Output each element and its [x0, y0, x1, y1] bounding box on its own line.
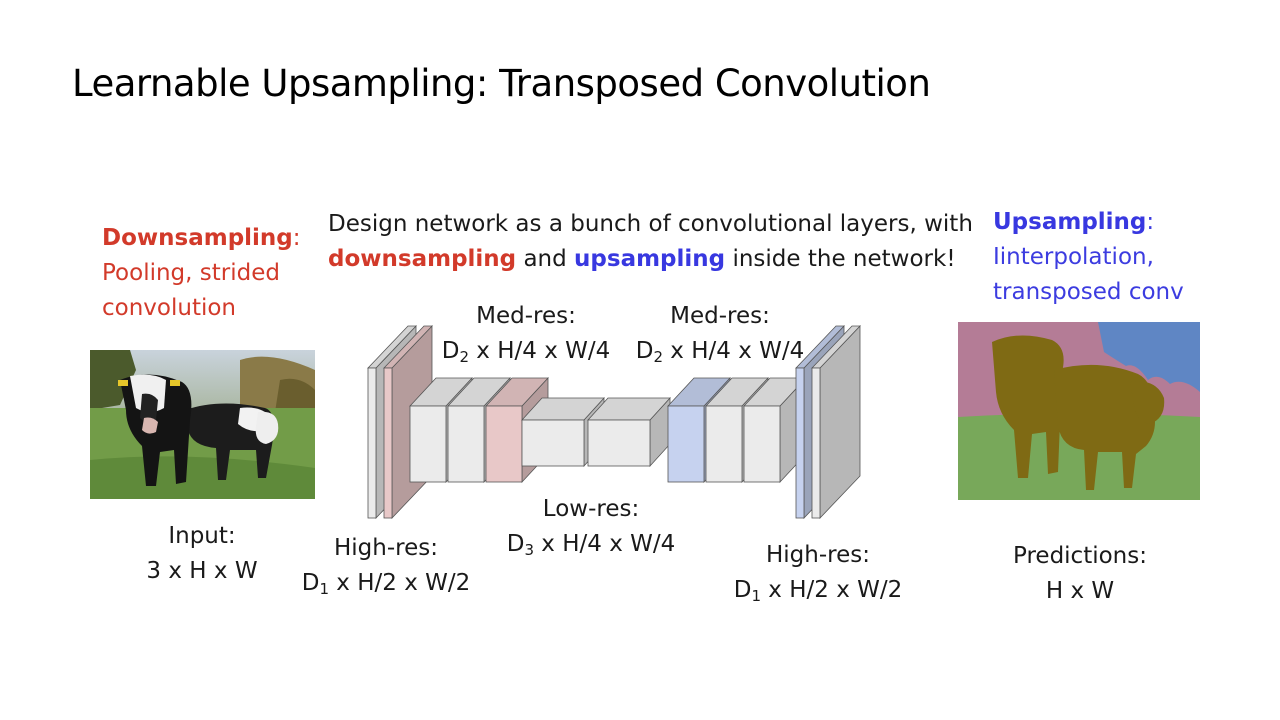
- layer-high-res-4: [811, 325, 861, 519]
- high-res-right-dims: x H/2 x W/2: [760, 577, 903, 603]
- label-predictions: Predictions: H x W: [990, 539, 1170, 609]
- high-res-left-dims: x H/2 x W/2: [328, 570, 471, 596]
- label-med-res-left: Med-res: D2 x H/4 x W/4: [436, 299, 616, 375]
- high-res-left-d: D: [301, 570, 320, 596]
- high-res-left-sub: 1: [319, 580, 329, 598]
- input-title: Input:: [168, 523, 236, 549]
- label-input: Input: 3 x H x W: [122, 519, 282, 589]
- med-res-right-dims-line: D2 x H/4 x W/4: [630, 334, 810, 375]
- low-res-d: D: [506, 531, 525, 557]
- predictions-title: Predictions:: [1013, 543, 1147, 569]
- intro-line-1: Design network as a bunch of convolution…: [328, 211, 973, 237]
- upsampling-text: Upsampling: Iinterpolation, transposed c…: [993, 205, 1184, 310]
- layer-low-res-2-front: [587, 419, 651, 467]
- high-res-right-d: D: [733, 577, 752, 603]
- layer-high-res-2-front: [383, 367, 393, 519]
- high-res-right-title: High-res:: [766, 542, 870, 568]
- high-res-right-sub: 1: [751, 587, 761, 605]
- intro-tail: inside the network!: [725, 246, 956, 272]
- encoder-decoder-network-diagram: [367, 325, 861, 519]
- high-res-left-dims-line: D1 x H/2 x W/2: [294, 566, 478, 607]
- upsampling-heading: Upsampling: [993, 209, 1147, 235]
- input-cow-photo: [90, 350, 315, 499]
- med-res-right-dims: x H/4 x W/4: [662, 338, 805, 364]
- med-res-left-dims: x H/4 x W/4: [468, 338, 611, 364]
- med-res-right-d: D: [635, 338, 654, 364]
- intro-downsampling-word: downsampling: [328, 246, 517, 272]
- layer-low-res-1: [521, 396, 605, 468]
- layer-low-res-1-front: [521, 419, 585, 467]
- upsampling-colon: :: [1146, 209, 1155, 235]
- predictions-dims: H x W: [1045, 578, 1115, 604]
- med-res-left-d: D: [441, 338, 460, 364]
- layer-high-res-3-front: [795, 367, 805, 519]
- network-layer-blocks: [367, 325, 861, 519]
- layer-med-res-3-front: [485, 405, 523, 483]
- high-res-right-dims-line: D1 x H/2 x W/2: [726, 573, 910, 614]
- med-res-left-sub: 2: [459, 348, 469, 366]
- layer-med-res-6-front: [743, 405, 781, 483]
- downsampling-colon: :: [292, 225, 301, 251]
- layer-med-res-4-front: [667, 405, 705, 483]
- med-res-left-dims-line: D2 x H/4 x W/4: [436, 334, 616, 375]
- label-med-res-right: Med-res: D2 x H/4 x W/4: [630, 299, 810, 375]
- downsampling-line-1: Pooling, strided: [102, 260, 280, 286]
- high-res-left-title: High-res:: [334, 535, 438, 561]
- med-res-left-title: Med-res:: [476, 303, 576, 329]
- layer-med-res-2-front: [447, 405, 485, 483]
- input-dims: 3 x H x W: [146, 558, 258, 584]
- prediction-segmentation-map: [958, 322, 1200, 500]
- low-res-title: Low-res:: [542, 496, 640, 522]
- med-res-right-sub: 2: [653, 348, 663, 366]
- low-res-sub: 3: [524, 541, 534, 559]
- layer-med-res-1-front: [409, 405, 447, 483]
- low-res-dims: x H/4 x W/4: [533, 531, 676, 557]
- downsampling-line-2: convolution: [102, 295, 237, 321]
- downsampling-text: Downsampling: Pooling, strided convoluti…: [102, 221, 301, 326]
- label-high-res-right: High-res: D1 x H/2 x W/2: [726, 538, 910, 614]
- downsampling-heading: Downsampling: [102, 225, 293, 251]
- upsampling-line-2: transposed conv: [993, 279, 1184, 305]
- upsampling-line-1: Iinterpolation,: [993, 244, 1154, 270]
- med-res-right-title: Med-res:: [670, 303, 770, 329]
- intro-and-word: and: [516, 246, 575, 272]
- intro-text: Design network as a bunch of convolution…: [328, 207, 973, 277]
- label-high-res-left: High-res: D1 x H/2 x W/2: [294, 531, 478, 607]
- layer-high-res-1-front: [367, 367, 377, 519]
- layer-high-res-4-front: [811, 367, 821, 519]
- intro-line-2: downsampling and upsampling inside the n…: [328, 242, 973, 277]
- page-title: Learnable Upsampling: Transposed Convolu…: [72, 62, 931, 105]
- intro-upsampling-word: upsampling: [574, 246, 726, 272]
- layer-med-res-5-front: [705, 405, 743, 483]
- downsampling-heading-line: Downsampling:: [102, 221, 301, 256]
- label-low-res: Low-res: D3 x H/4 x W/4: [496, 492, 686, 568]
- layer-low-res-2: [587, 396, 671, 468]
- low-res-dims-line: D3 x H/4 x W/4: [496, 527, 686, 568]
- upsampling-heading-line: Upsampling:: [993, 205, 1184, 240]
